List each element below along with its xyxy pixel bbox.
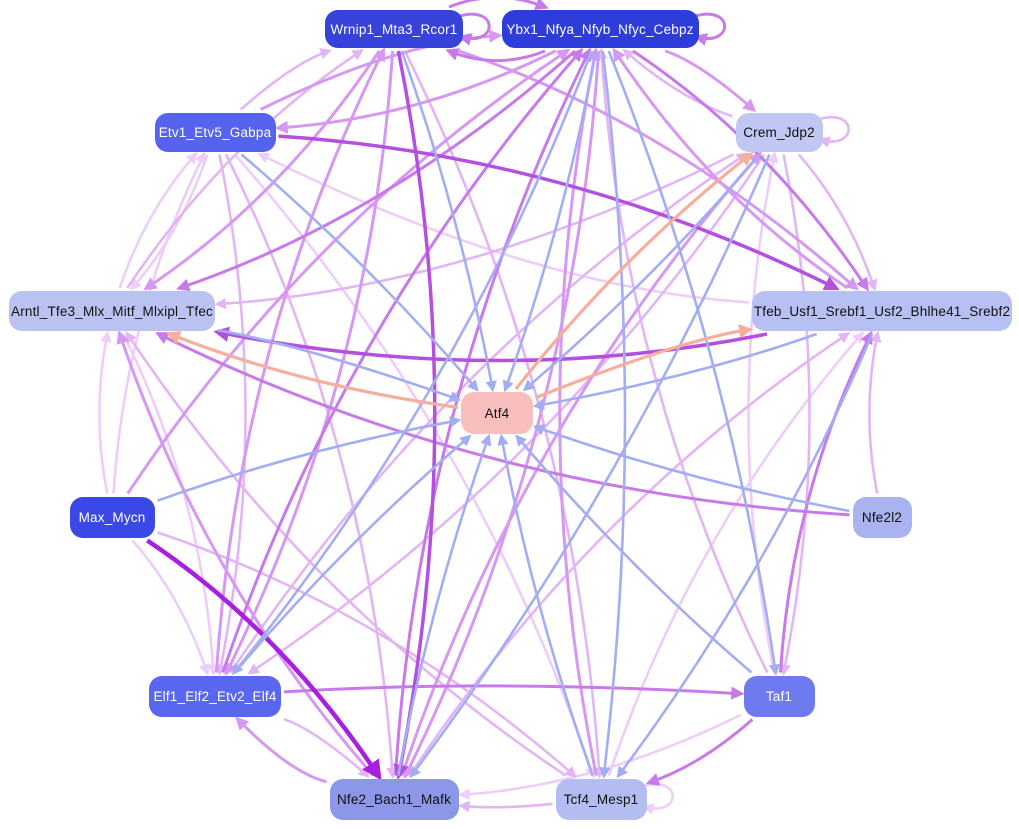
edge-wrnip1-ybx1: [448, 0, 549, 10]
edge-tcf4-atf4: [497, 433, 594, 776]
edge-etv1-tfeb: [278, 134, 840, 291]
edge-tfeb-atf4: [532, 332, 818, 411]
node-tfeb[interactable]: Tfeb_Usf1_Srebf1_Usf2_Bhlhe41_Srebf2: [752, 291, 1012, 331]
node-nfe2[interactable]: Nfe2_Bach1_Mafk: [329, 778, 459, 820]
edge-elf1-wrnip1: [215, 47, 385, 673]
edge-nfe2-tfeb: [408, 332, 851, 777]
edge-elf1-taf1: [283, 684, 745, 700]
edge-crem-elf1: [247, 153, 766, 675]
node-ybx1[interactable]: Ybx1_Nfya_Nfyb_Nfyc_Cebpz: [501, 10, 699, 48]
node-label-tfeb: Tfeb_Usf1_Srebf1_Usf2_Bhlhe41_Srebf2: [753, 303, 1011, 319]
edge-taf1-crem: [747, 151, 779, 673]
edge-max-elf1: [131, 539, 210, 676]
edge-tcf4-ybx1: [558, 47, 601, 776]
node-max[interactable]: Max_Mycn: [69, 496, 155, 538]
edge-etv1-wrnip1: [239, 48, 332, 111]
edge-nfe2l2-tfeb: [868, 330, 882, 494]
edge-wrnip1-arntl: [143, 50, 381, 291]
edge-etv1-elf1: [215, 154, 247, 676]
node-elf1[interactable]: Elf1_Elf2_Etv2_Elf4: [149, 675, 281, 717]
node-label-atf4: Atf4: [484, 405, 510, 421]
edge-ybx1-etv1: [274, 49, 557, 134]
node-tcf4[interactable]: Tcf4_Mesp1: [555, 778, 647, 820]
node-atf4[interactable]: Atf4: [461, 392, 533, 434]
edge-nfe2-elf1: [235, 716, 327, 784]
node-label-nfe2: Nfe2_Bach1_Mafk: [336, 791, 452, 807]
edge-tfeb-etv1: [257, 152, 750, 304]
self-loop-crem: [816, 116, 850, 148]
edge-taf1-ybx1: [596, 47, 769, 674]
edge-ybx1-crem: [664, 49, 757, 113]
edge-elf1-atf4: [233, 434, 472, 674]
edge-elf1-ybx1: [221, 48, 584, 673]
edge-nfe2l2-atf4: [532, 424, 850, 513]
node-label-crem: Crem_Jdp2: [743, 124, 815, 140]
edge-ybx1-nfe2: [403, 50, 601, 780]
edge-max-ybx1: [126, 48, 571, 495]
edge-atf4-arntl: [165, 331, 459, 410]
edge-nfe2-arntl: [116, 330, 375, 777]
edge-tcf4-nfe2: [458, 800, 553, 813]
edge-ybx1-atf4: [502, 50, 598, 393]
edge-taf1-tfeb: [779, 330, 873, 673]
node-label-wrnip1: Wrnip1_Mta3_Rcor1: [330, 21, 458, 37]
edge-max-nfe2: [146, 538, 382, 781]
edge-ybx1-arntl: [176, 49, 576, 292]
edge-tcf4-arntl: [125, 331, 567, 777]
edge-elf1-nfe2: [283, 717, 370, 778]
edge-atf4-crem: [514, 151, 754, 390]
edge-wrnip1-atf4: [400, 50, 497, 393]
node-label-nfe2l2: Nfe2l2: [861, 509, 903, 525]
edge-crem-atf4: [522, 153, 761, 392]
node-wrnip1[interactable]: Wrnip1_Mta3_Rcor1: [325, 10, 463, 48]
edge-wrnip1-nfe2: [393, 50, 437, 781]
edge-arntl-etv1: [118, 151, 198, 289]
edge-ybx1-tfeb: [632, 49, 869, 292]
node-label-arntl: Arntl_Tfe3_Mlx_Mitf_Mlxipl_Tfec: [10, 303, 213, 319]
edge-crem-tfeb: [797, 153, 878, 292]
edge-crem-taf1: [779, 154, 811, 676]
node-label-elf1: Elf1_Elf2_Etv2_Elf4: [153, 688, 277, 704]
self-loop-wrnip1: [456, 12, 491, 46]
node-label-taf1: Taf1: [765, 688, 793, 704]
node-label-etv1: Etv1_Etv5_Gabpa: [158, 124, 272, 140]
node-nfe2l2[interactable]: Nfe2l2: [852, 496, 912, 538]
edge-wrnip1-elf1: [224, 50, 395, 677]
edge-taf1-tcf4: [645, 718, 754, 786]
node-arntl[interactable]: Arntl_Tfe3_Mlx_Mitf_Mlxipl_Tfec: [9, 291, 215, 331]
edge-ybx1-tcf4: [599, 50, 627, 779]
edge-tfeb-arntl: [213, 326, 768, 363]
node-crem[interactable]: Crem_Jdp2: [735, 112, 823, 152]
node-label-max: Max_Mycn: [78, 509, 146, 525]
edge-crem-nfe2: [409, 153, 771, 779]
edge-arntl-elf1: [122, 333, 219, 676]
edge-tfeb-tcf4: [616, 333, 874, 779]
edge-arntl-wrnip1: [126, 49, 364, 289]
edge-atf4-tfeb: [535, 324, 754, 399]
edge-etv1-atf4: [240, 153, 479, 392]
edge-etv1-arntl: [129, 154, 209, 291]
node-label-tcf4: Tcf4_Mesp1: [563, 791, 639, 807]
edge-nfe2-atf4: [397, 433, 492, 776]
edge-max-arntl: [98, 330, 112, 494]
edge-ybx1-wrnip1: [445, 48, 546, 63]
edge-max-tcf4: [157, 531, 577, 778]
edge-max-atf4: [157, 416, 462, 502]
self-loop-ybx1: [692, 12, 727, 46]
edge-nfe2-ybx1: [394, 47, 591, 776]
node-etv1[interactable]: Etv1_Etv5_Gabpa: [154, 112, 276, 152]
edge-etv1-nfe2: [224, 153, 398, 779]
edge-wrnip1-tfeb: [458, 49, 859, 291]
edge-nfe2-crem: [400, 151, 762, 776]
edge-arntl-atf4: [217, 328, 462, 403]
node-taf1[interactable]: Taf1: [743, 675, 815, 717]
edge-nfe2l2-arntl: [155, 332, 850, 517]
edge-taf1-atf4: [515, 434, 753, 674]
node-label-ybx1: Ybx1_Nfya_Nfyb_Nfyc_Cebpz: [506, 21, 694, 37]
edge-ybx1-elf1: [231, 50, 593, 676]
edge-ybx1-taf1: [607, 50, 781, 676]
edge-tcf4-tfeb: [607, 331, 865, 776]
edge-crem-ybx1: [622, 48, 733, 118]
